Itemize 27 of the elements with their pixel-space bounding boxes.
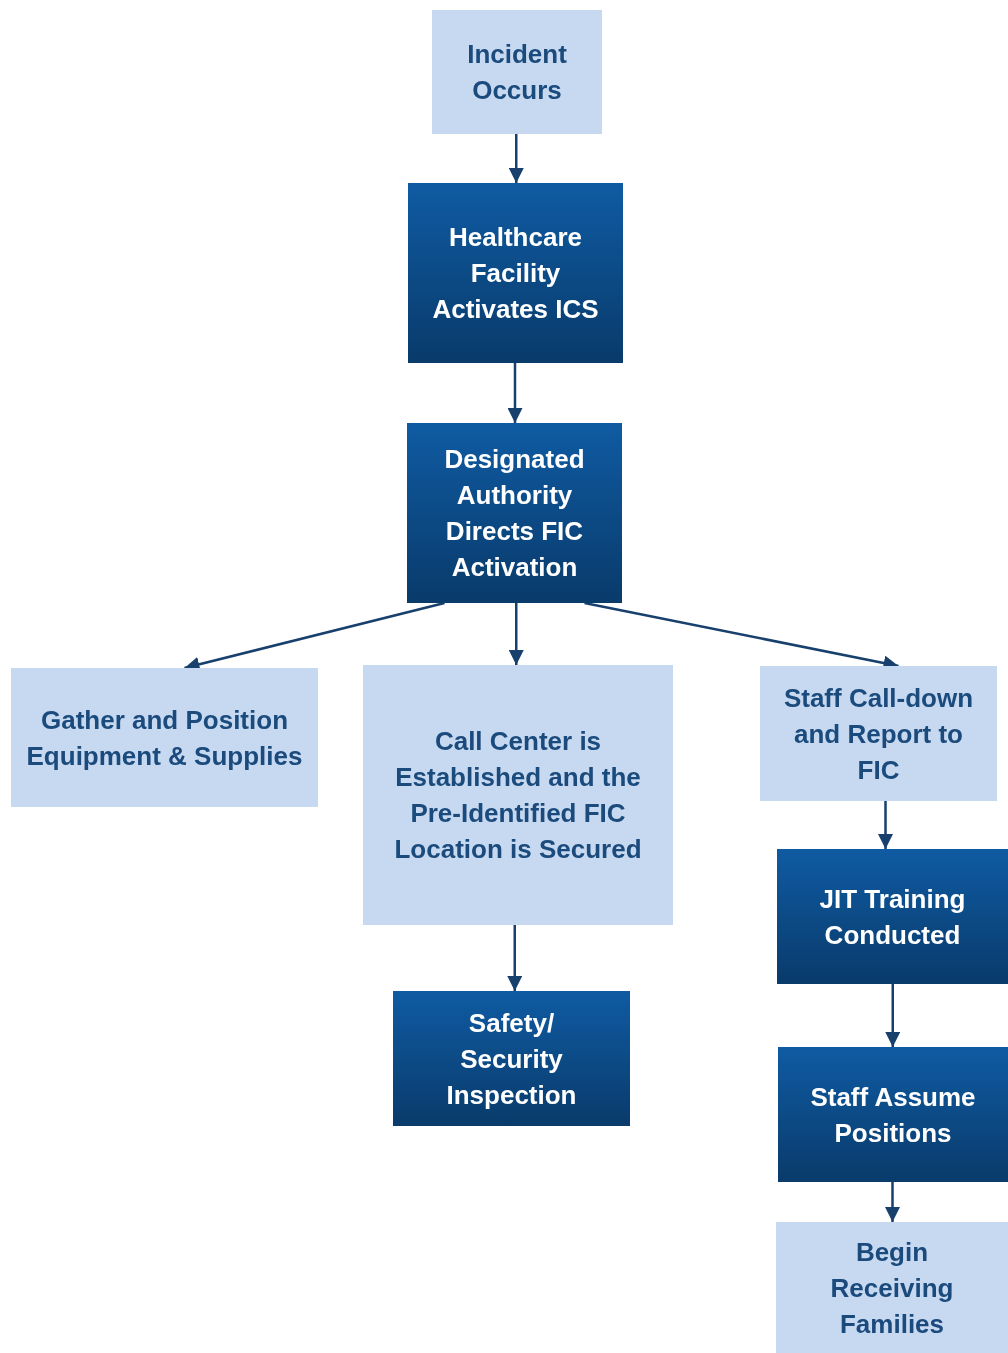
arrow [507,363,523,423]
box-label: Safety/ Security Inspection [445,1006,578,1112]
process-box [408,183,623,363]
box-label: JIT Training Conducted [818,882,967,952]
arrow [885,1182,900,1222]
box-label: Call Center is Established and the Pre-Identified FIC Location is Secured [393,725,643,866]
arrow [885,984,901,1047]
arrow [507,925,523,991]
box-label: Gather and Position Equipment & Supplies [25,703,304,773]
box-label: Healthcare Facility Activates ICS [431,221,600,326]
process-box [407,423,622,603]
process-box [777,849,1008,984]
arrow [508,603,524,665]
process-box [778,1047,1008,1182]
process-box [760,666,997,801]
process-box [432,10,602,134]
process-box [776,1222,1008,1353]
box-label: Begin Receiving Families [829,1235,955,1341]
box-label: Designated Authority Directs FIC Activation [443,443,586,584]
arrow [878,801,893,849]
box-label: Incident Occurs [466,38,568,107]
process-box [11,668,318,807]
process-box [393,991,630,1126]
process-box [363,665,673,925]
box-label: Staff Assume Positions [809,1080,977,1150]
arrow [508,134,524,183]
box-label: Staff Call-down and Report to FIC [782,681,975,787]
